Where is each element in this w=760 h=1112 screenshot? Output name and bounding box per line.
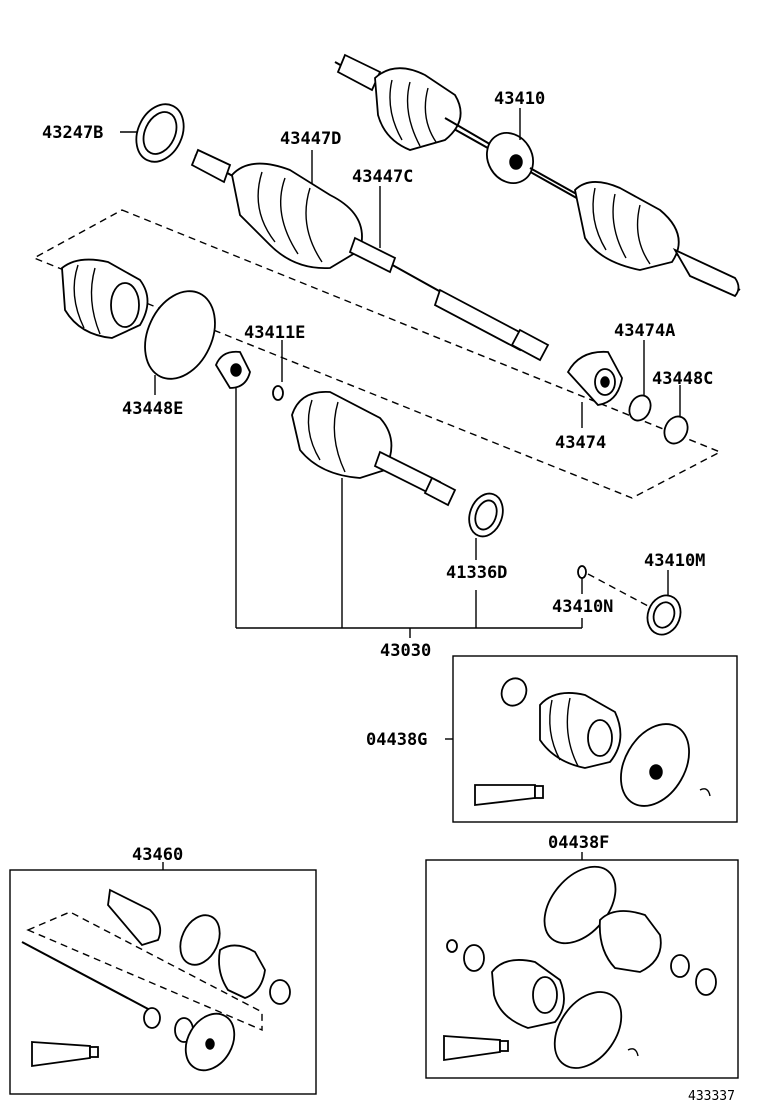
clamp-43474A[interactable]	[625, 392, 654, 424]
ring-41336D[interactable]	[463, 489, 508, 541]
damper-43474[interactable]	[566, 350, 623, 406]
figure-number: 433337	[688, 1089, 735, 1104]
clamp-43448C[interactable]	[660, 413, 692, 448]
label-04438F: 04438F	[548, 833, 609, 853]
label-43410N: 43410N	[552, 597, 613, 617]
band-43448E[interactable]	[132, 280, 229, 390]
kit-outline	[32, 209, 722, 499]
tripod-joint[interactable]	[214, 350, 251, 389]
label-43411E: 43411E	[244, 323, 305, 343]
label-43030: 43030	[380, 641, 431, 661]
boot-outer[interactable]	[61, 258, 149, 339]
inner-shaft-43447[interactable]	[190, 148, 550, 362]
label-43448C: 43448C	[652, 369, 713, 389]
label-41336D: 41336D	[446, 563, 507, 583]
label-43410: 43410	[494, 89, 545, 109]
label-43474: 43474	[555, 433, 606, 453]
kit-04438F[interactable]	[425, 852, 739, 1080]
label-04438G: 04438G	[366, 730, 427, 750]
clip-43411E[interactable]	[272, 385, 284, 401]
outer-joint-43030[interactable]	[291, 391, 457, 507]
label-43447C: 43447C	[352, 167, 413, 187]
label-43448E: 43448E	[122, 399, 183, 419]
drive-shaft-assembly-43410[interactable]	[334, 53, 741, 298]
bracket-43030	[235, 388, 583, 638]
ring-43247B[interactable]	[127, 97, 192, 170]
label-43474A: 43474A	[614, 321, 675, 341]
clip-43410N[interactable]	[577, 565, 587, 579]
ring-43410M[interactable]	[642, 591, 686, 640]
label-43247B: 43247B	[42, 123, 103, 143]
kit-43460[interactable]	[9, 862, 317, 1095]
label-43460: 43460	[132, 845, 183, 865]
label-43410M: 43410M	[644, 551, 705, 571]
kit-04438G[interactable]	[452, 655, 738, 823]
label-43447D: 43447D	[280, 129, 341, 149]
